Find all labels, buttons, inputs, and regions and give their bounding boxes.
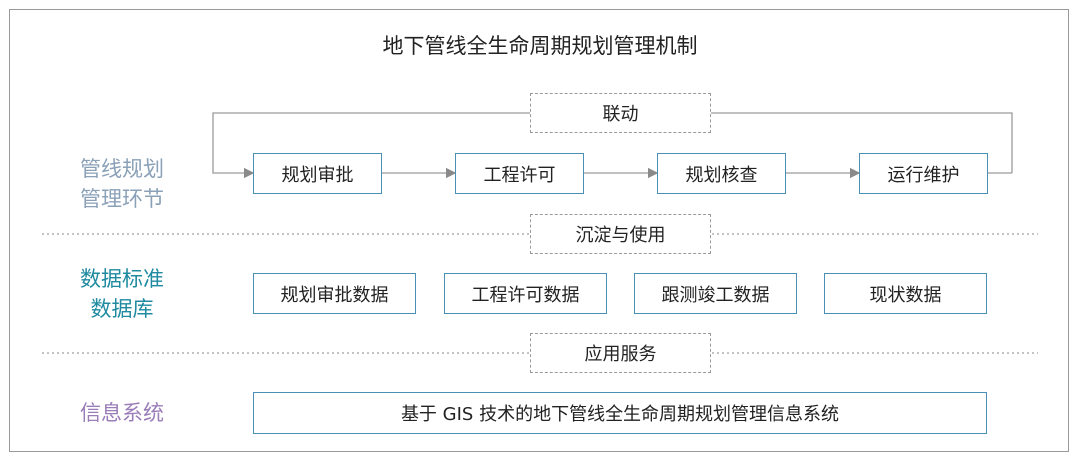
process-step-permit: 工程许可	[455, 153, 584, 194]
lane-label-planning-line2: 管理环节	[80, 187, 164, 211]
process-step-maintenance: 运行维护	[859, 153, 988, 194]
lane-label-database-line2: 数据库	[90, 297, 154, 321]
lane-label-system: 信息系统	[80, 401, 164, 425]
data-item-survey: 跟测竣工数据	[634, 273, 797, 314]
lane-label-database: 数据标准 数据库	[62, 264, 182, 324]
data-item-approval: 规划审批数据	[253, 273, 416, 314]
connector-linkage: 联动	[530, 93, 711, 133]
connector-service: 应用服务	[530, 333, 711, 373]
data-item-permit: 工程许可数据	[444, 273, 607, 314]
feedback-loop-line	[212, 112, 1013, 179]
diagram-title: 地下管线全生命周期规划管理机制	[382, 34, 698, 58]
process-step-approval: 规划审批	[253, 153, 382, 194]
data-item-current: 现状数据	[824, 273, 987, 314]
connector-deposit: 沉淀与使用	[530, 214, 711, 254]
system-box: 基于 GIS 技术的地下管线全生命周期规划管理信息系统	[253, 392, 987, 434]
diagram-frame	[9, 9, 1069, 452]
lane-label-planning-line1: 管线规划	[80, 157, 164, 181]
lane-label-planning: 管线规划 管理环节	[62, 154, 182, 214]
process-step-verification: 规划核查	[657, 153, 786, 194]
lane-label-database-line1: 数据标准	[80, 267, 164, 291]
